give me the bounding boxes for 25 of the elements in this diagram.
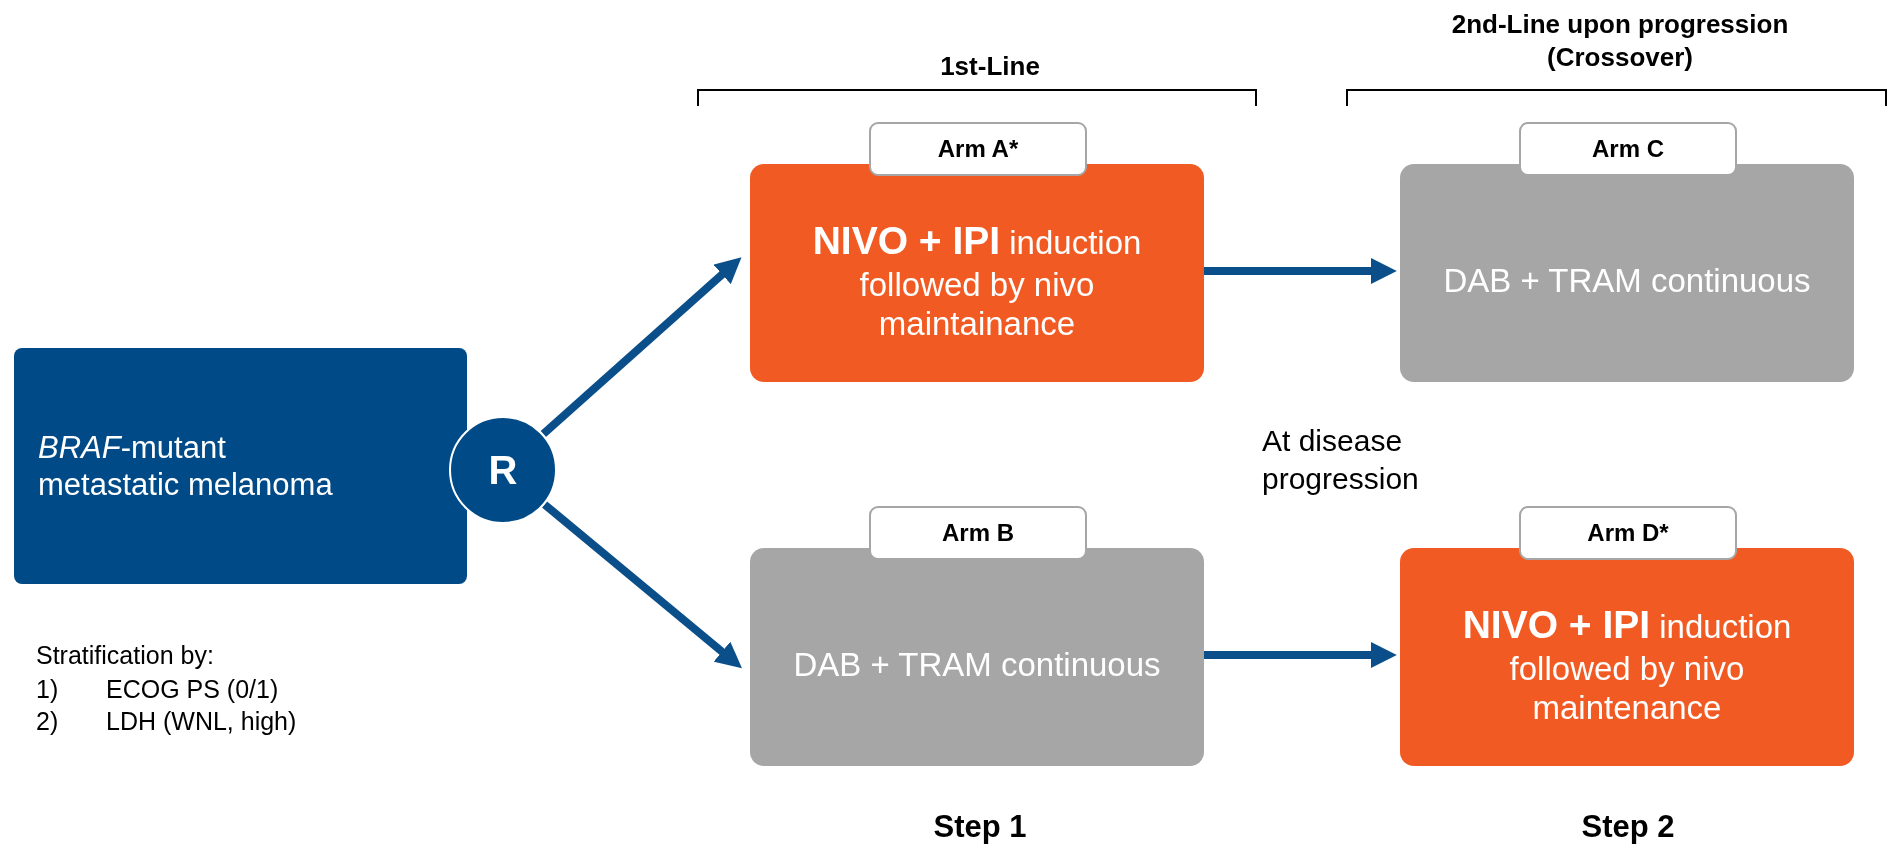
treatment-text: DAB + TRAM continuous [792,645,1162,685]
list-item: ECOG PS (0/1) [106,674,280,705]
randomization-circle: R [449,416,557,524]
arm-tab: Arm D* [1519,506,1737,560]
treatment-text: DAB + TRAM continuous [1442,261,1812,301]
arrow [542,501,742,669]
step-label: Step 1 [932,808,1028,846]
step-label: Step 2 [1580,808,1676,846]
arrow [540,257,742,438]
treatment-text: NIVO + IPI induction followed by nivo maintenance [1461,602,1793,728]
bracket-label: 2nd-Line upon progression (Crossover) [1450,8,1790,73]
arm-tab: Arm C [1519,122,1737,176]
list-number: 1) [36,674,60,705]
list-item: LDH (WNL, high) [106,706,298,737]
treatment-text: NIVO + IPI induction followed by nivo maintainance [811,218,1143,344]
list-number: 2) [36,706,60,737]
arm-tab: Arm A* [869,122,1087,176]
bracket-label: 1st-Line [939,50,1041,83]
annotation-text: At disease progression [1262,423,1420,497]
stratification-heading: Stratification by: [36,640,215,671]
arrow [1204,258,1397,284]
arm-tab: Arm B [869,506,1087,560]
arrow [1204,642,1397,668]
population-text: BRAF-mutant metastatic melanoma [37,428,334,504]
population-box [14,348,467,584]
